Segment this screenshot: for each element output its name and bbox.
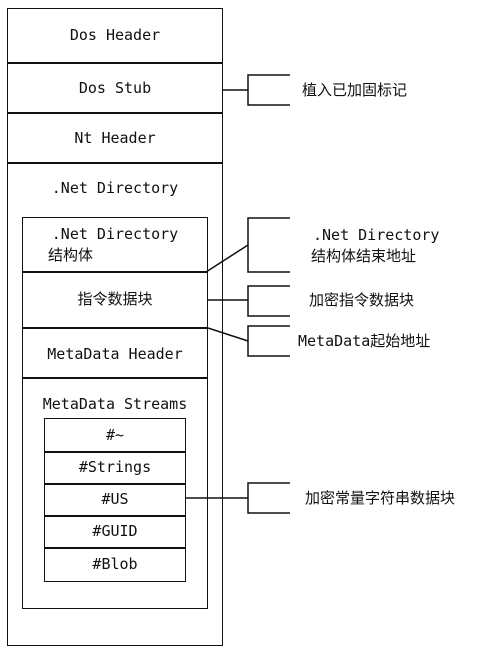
dos-stub-box — [7, 62, 223, 114]
annotation-encrypt-strings: 加密常量字符串数据块 — [305, 489, 456, 507]
callout-bracket-embed-mark — [247, 74, 290, 106]
annotation-struct-end-line2: 结构体结束地址 — [311, 247, 417, 265]
callout-bracket-metadata-start — [247, 325, 290, 357]
stream-tilde-label: #~ — [105, 426, 125, 444]
nt-header-box — [7, 112, 223, 164]
stream-strings-box — [44, 451, 186, 485]
leader-line-struct-end — [205, 244, 249, 273]
net-directory-struct-label-line2: 结构体 — [48, 246, 94, 264]
net-directory-struct-label-line1: .Net Directory — [51, 225, 179, 243]
metadata-streams-label: MetaData Streams — [42, 395, 188, 413]
annotation-struct-end-line1: .Net Directory — [313, 226, 440, 244]
callout-bracket-struct-end — [247, 217, 290, 273]
metadata-streams-box — [22, 377, 208, 609]
dos-header-label: Dos Header — [69, 26, 161, 44]
stream-blob-label: #Blob — [92, 555, 138, 573]
net-directory-label: .Net Directory — [51, 179, 179, 197]
annotation-metadata-start: MetaData起始地址 — [298, 332, 431, 350]
net-directory-box — [7, 162, 223, 646]
stream-guid-box — [44, 515, 186, 549]
callout-bracket-encrypt-strings — [247, 482, 290, 514]
net-directory-struct-box — [22, 217, 208, 273]
stream-tilde-box — [44, 418, 186, 453]
stream-strings-label: #Strings — [78, 458, 152, 476]
dos-stub-label: Dos Stub — [78, 79, 152, 97]
annotation-embed-mark: 植入已加固标记 — [302, 81, 408, 99]
annotation-encrypt-instructions: 加密指令数据块 — [309, 291, 415, 309]
metadata-header-box — [22, 327, 208, 379]
stream-us-label: #US — [101, 490, 129, 508]
leader-line-metadata-start — [207, 327, 249, 342]
stream-guid-label: #GUID — [92, 522, 138, 540]
stream-blob-box — [44, 547, 186, 582]
stream-us-box — [44, 483, 186, 517]
metadata-header-label: MetaData Header — [47, 345, 183, 363]
nt-header-label: Nt Header — [74, 129, 156, 147]
dos-header-box — [7, 8, 223, 64]
instruction-block-label: 指令数据块 — [77, 290, 153, 308]
callout-bracket-encrypt-instructions — [247, 285, 290, 317]
instruction-block-box — [22, 271, 208, 329]
